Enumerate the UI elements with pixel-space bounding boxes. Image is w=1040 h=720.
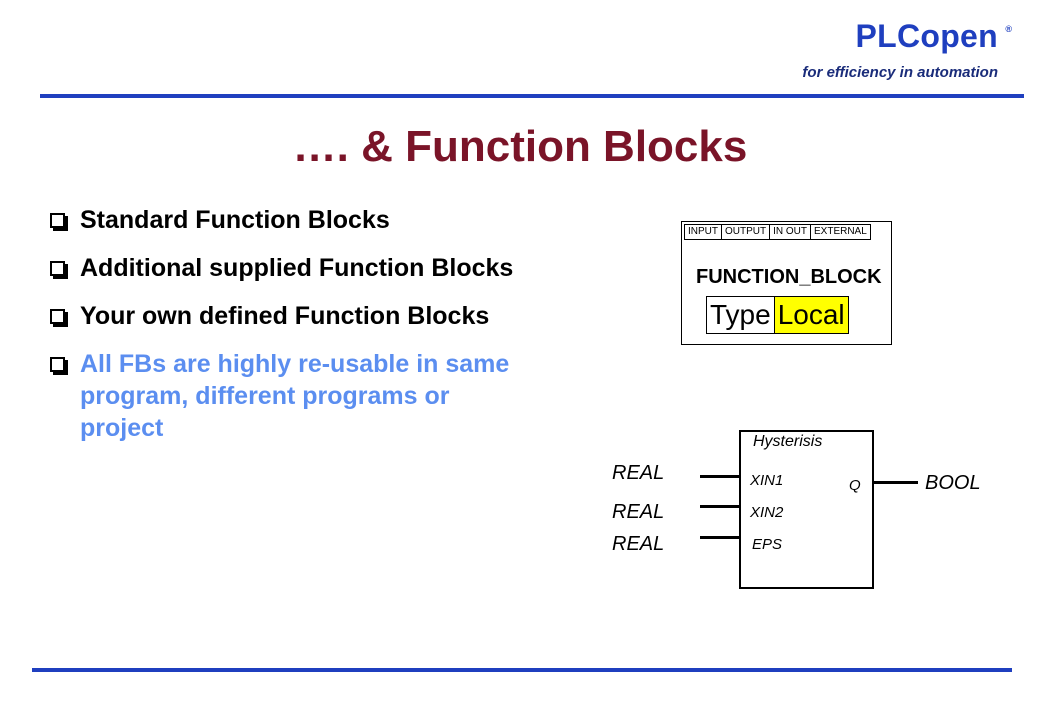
bullet-item-highlight: All FBs are highly re-usable in same pro… [46, 348, 516, 444]
output-type-label: BOOL [925, 472, 981, 494]
bullet-text: Standard Function Blocks [80, 206, 390, 234]
pin-xin1: XIN1 [750, 472, 784, 489]
type-local-row: Type Local [706, 296, 849, 334]
hysteresis-block [739, 430, 874, 589]
function-block-declaration-diagram: INPUT OUTPUT IN OUT EXTERNAL FUNCTION_BL… [681, 221, 892, 345]
tab-input: INPUT [684, 224, 721, 240]
brand-tagline: for efficiency in automation [802, 64, 998, 81]
slide-title: …. & Function Blocks [292, 122, 748, 171]
bullet-item: Additional supplied Function Blocks [46, 252, 516, 284]
input-type-label: REAL [612, 533, 665, 555]
bullet-text: Your own defined Function Blocks [80, 302, 490, 330]
input-wire-xin1 [700, 475, 740, 478]
checkbox-bullet-icon [50, 213, 65, 228]
bullet-text: All FBs are highly re-usable in same pro… [80, 350, 510, 442]
top-divider [40, 94, 1024, 98]
checkbox-bullet-icon [50, 309, 65, 324]
variable-section-tabs: INPUT OUTPUT IN OUT EXTERNAL [684, 224, 871, 240]
output-wire-q [874, 481, 918, 484]
bullet-list: Standard Function Blocks Additional supp… [46, 204, 516, 460]
registered-mark: ® [1005, 24, 1012, 34]
tab-external: EXTERNAL [810, 224, 871, 240]
type-cell: Type [710, 299, 771, 330]
checkbox-bullet-icon [50, 261, 65, 276]
block-name: Hysterisis [753, 433, 823, 450]
pin-eps: EPS [752, 536, 783, 553]
brand-name: PLCopen [855, 18, 998, 54]
input-type-label: REAL [612, 501, 665, 523]
bullet-item: Your own defined Function Blocks [46, 300, 516, 332]
local-cell: Local [773, 297, 848, 333]
bottom-divider [32, 668, 1012, 672]
input-wire-xin2 [700, 505, 740, 508]
tab-output: OUTPUT [721, 224, 770, 240]
input-type-label: REAL [612, 462, 665, 484]
checkbox-bullet-icon [50, 357, 65, 372]
function-block-keyword: FUNCTION_BLOCK [696, 266, 882, 288]
pin-q: Q [849, 477, 861, 494]
bullet-item: Standard Function Blocks [46, 204, 516, 236]
brand-logo: PLCopen ® [855, 18, 1012, 54]
pin-xin2: XIN2 [750, 504, 784, 521]
input-wire-eps [700, 536, 740, 539]
bullet-text: Additional supplied Function Blocks [80, 254, 514, 282]
tab-in-out: IN OUT [769, 224, 810, 240]
